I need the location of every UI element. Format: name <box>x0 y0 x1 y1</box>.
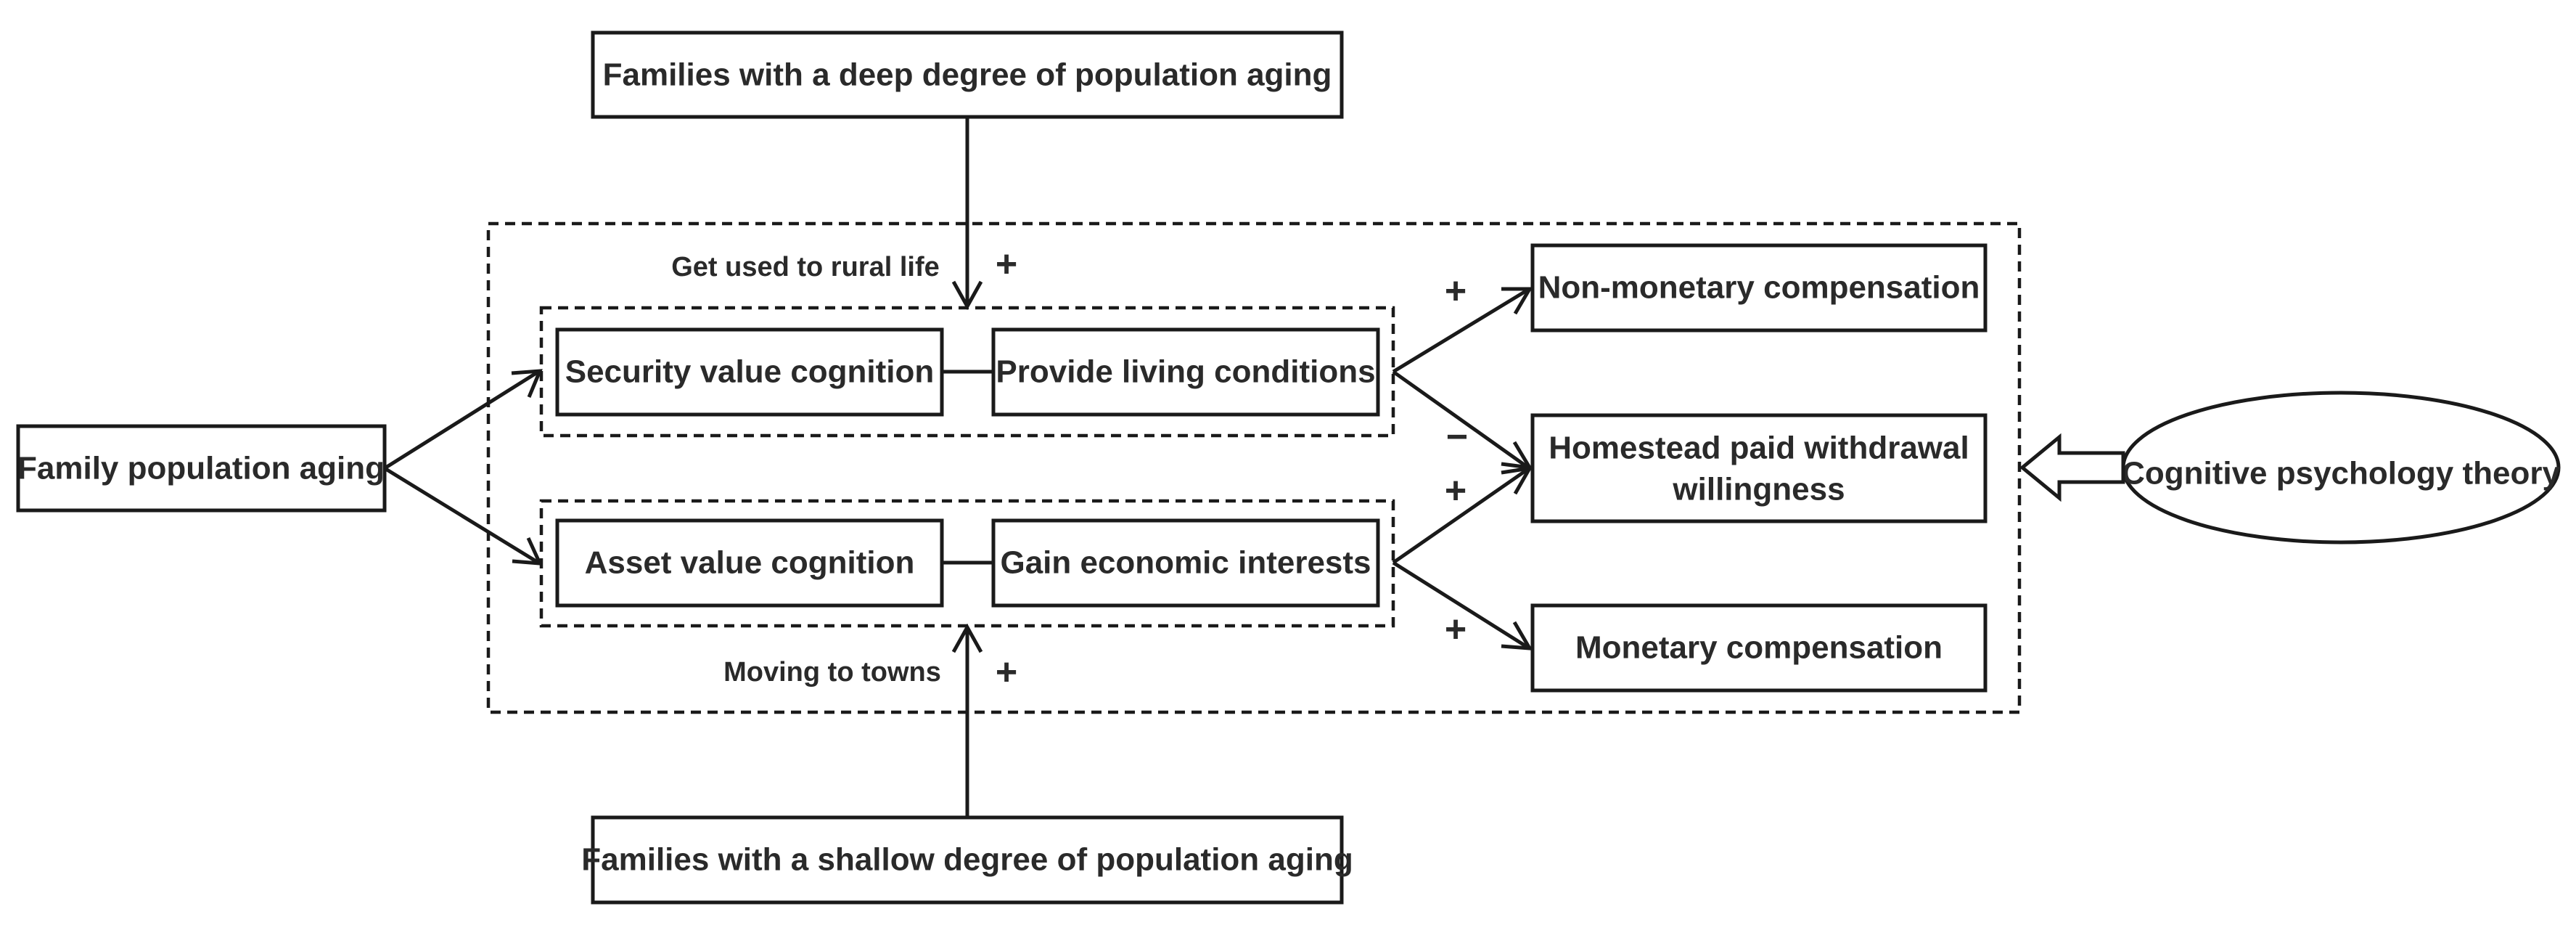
withdrawal-label-line1: Homestead paid withdrawal <box>1549 431 1969 466</box>
withdrawal-negative-sign: − <box>1446 416 1468 458</box>
monetary-sign: + <box>1445 608 1467 650</box>
non-monetary-label: Non-monetary compensation <box>1538 270 1980 306</box>
economic-interests-node: Gain economic interests <box>991 518 1380 608</box>
family-aging-label: Family population aging <box>17 451 385 486</box>
cognitive-theory-label: Cognitive psychology theory <box>2122 456 2560 491</box>
family-aging-node: Family population aging <box>16 424 387 513</box>
asset-cognition-label: Asset value cognition <box>585 545 915 581</box>
moving-towns-annotation: Moving to towns <box>723 657 941 688</box>
monetary-node: Monetary compensation <box>1530 603 1988 693</box>
mediation-frame <box>486 221 2022 714</box>
withdrawal-willingness-node: Homestead paid withdrawal willingness <box>1530 413 1988 523</box>
living-conditions-node: Provide living conditions <box>991 327 1380 417</box>
deep-effect-sign: + <box>996 243 1017 285</box>
monetary-label: Monetary compensation <box>1575 630 1943 666</box>
asset-cognition-node: Asset value cognition <box>555 518 944 608</box>
economic-to-monetary-arrow <box>1392 560 1533 650</box>
living-to-non-monetary-arrow <box>1392 287 1533 374</box>
deep-aging-node: Families with a deep degree of populatio… <box>591 30 1344 119</box>
living-conditions-label: Provide living conditions <box>996 354 1375 390</box>
cognitive-theory-node: Cognitive psychology theory <box>2121 391 2561 544</box>
shallow-aging-node: Families with a shallow degree of popula… <box>581 815 1353 905</box>
economic-interests-label: Gain economic interests <box>1000 545 1371 581</box>
deep-aging-arrow <box>951 117 983 311</box>
shallow-effect-sign: + <box>996 651 1017 693</box>
security-cognition-node: Security value cognition <box>555 327 944 417</box>
shallow-aging-arrow <box>951 623 983 817</box>
deep-aging-label: Families with a deep degree of populatio… <box>603 57 1332 93</box>
shallow-aging-label: Families with a shallow degree of popula… <box>581 842 1353 878</box>
aging-to-asset-arrow <box>383 466 543 566</box>
non-monetary-sign: + <box>1445 270 1467 312</box>
rural-life-annotation: Get used to rural life <box>671 252 940 282</box>
economic-to-withdrawal-arrow <box>1392 465 1533 565</box>
non-monetary-node: Non-monetary compensation <box>1530 243 1988 333</box>
aging-to-security-arrow <box>383 369 543 470</box>
theory-influence-arrow <box>2019 433 2125 502</box>
withdrawal-positive-sign: + <box>1445 470 1467 512</box>
withdrawal-label-line2: willingness <box>1672 472 1845 507</box>
security-cognition-label: Security value cognition <box>565 354 935 390</box>
